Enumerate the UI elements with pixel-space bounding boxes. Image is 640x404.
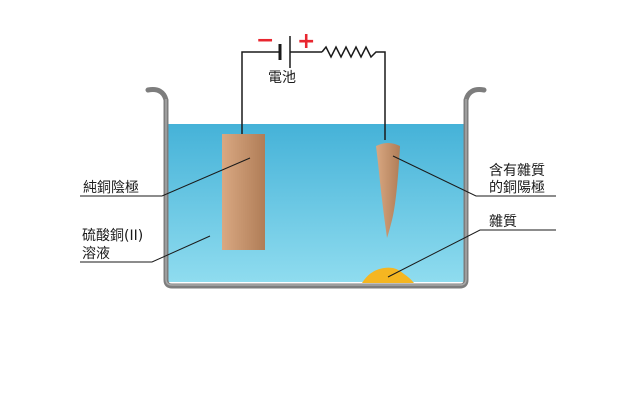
impurity-pile <box>362 267 414 283</box>
cathode-electrode <box>222 134 265 250</box>
resistor <box>321 45 386 140</box>
anode-label-line2: 的銅陽極 <box>489 180 545 196</box>
cathode-leader-line <box>80 157 251 197</box>
impurity-label: 雜質 <box>489 214 517 230</box>
circuit-wires <box>241 45 386 140</box>
negative-sign: − <box>256 28 275 53</box>
anode-electrode <box>376 143 400 238</box>
container <box>145 87 487 289</box>
electrolyte-leader-line <box>80 235 211 263</box>
cathode-label: 純銅陰極 <box>83 180 139 196</box>
anode-label-line1: 含有雜質 <box>489 163 545 179</box>
positive-sign: + <box>297 29 316 54</box>
container-inner-line <box>165 99 467 286</box>
electrolyte-label-line1: 硫酸銅(II) <box>82 228 144 244</box>
anode-leader-line <box>392 155 556 197</box>
electrolyte-label-line2: 溶液 <box>82 246 110 262</box>
impurity-leader-line <box>387 229 556 278</box>
electrolyte-solution <box>168 124 464 282</box>
battery-label: 電池 <box>268 70 296 86</box>
